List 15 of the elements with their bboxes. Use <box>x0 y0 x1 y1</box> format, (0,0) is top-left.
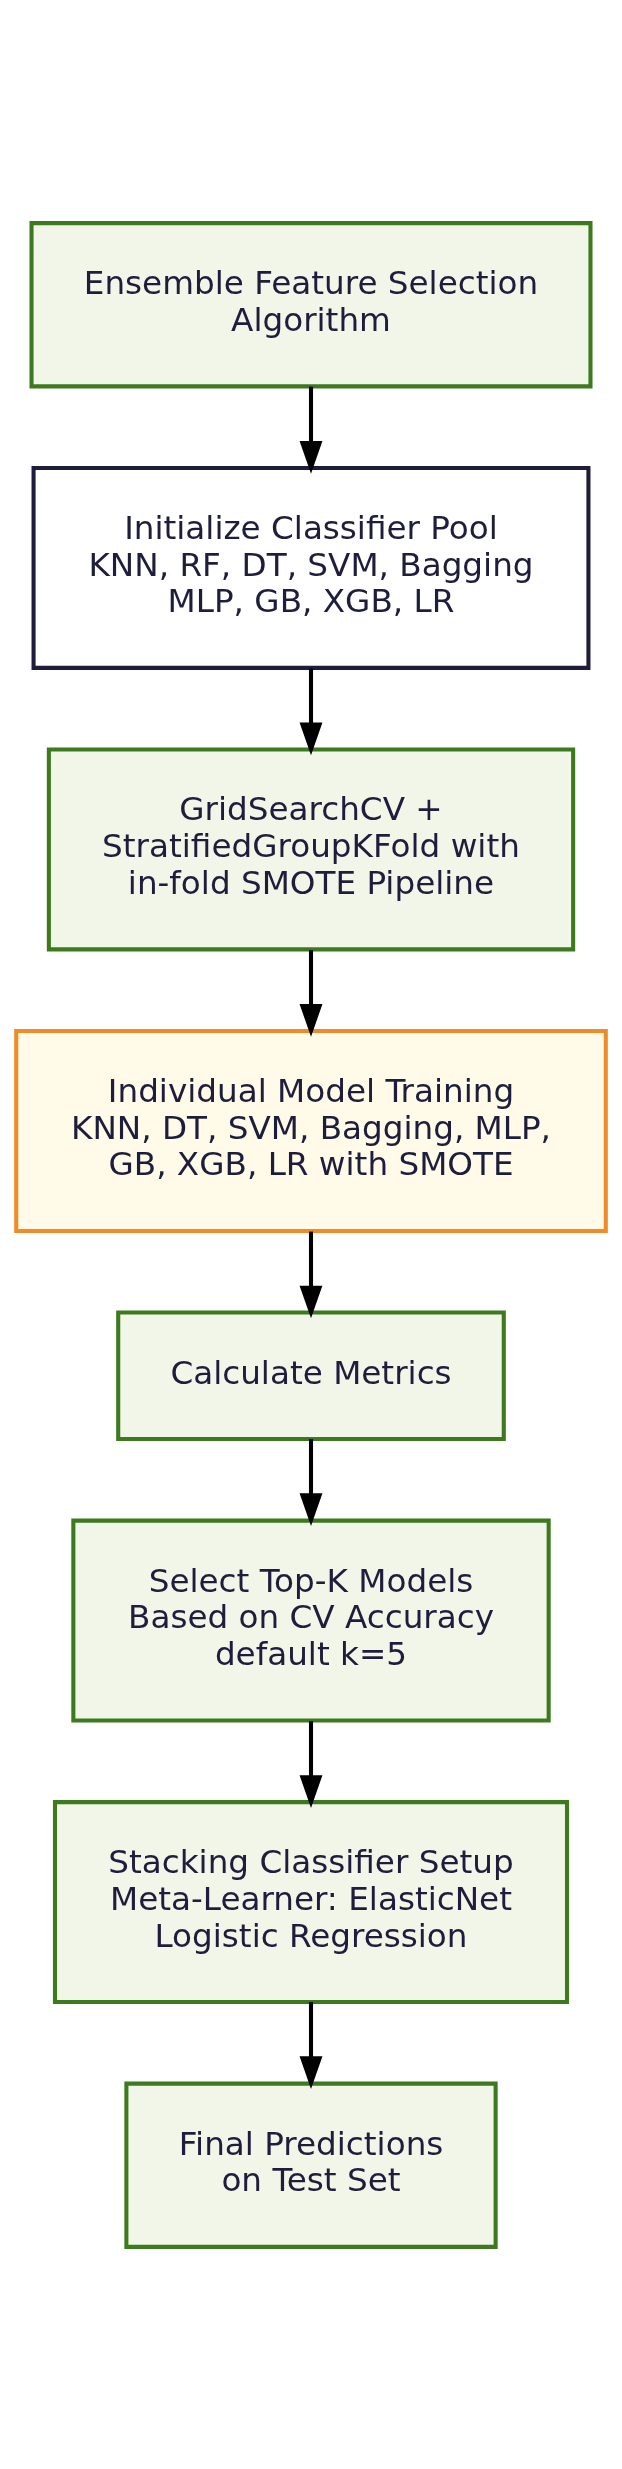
arrow <box>299 668 323 755</box>
arrow <box>299 2001 323 2089</box>
arrow <box>299 949 323 1037</box>
node-box: Initialize Classifier Pool KNN, RF, DT, SVM, Bagging MLP, GB, XGB, LR <box>31 465 591 670</box>
arrow <box>299 1438 323 1526</box>
node-box: Final Predictions on Test Set <box>124 2081 498 2249</box>
node-box: GridSearchCV + StratifiedGroupKFold with in-fold SMOTE Pipeline <box>46 746 576 951</box>
node-box: Stacking Classifier Setup Meta-Learner: ElasticNet Logistic Regression <box>52 1799 570 2004</box>
arrow <box>299 386 323 474</box>
node-box: Calculate Metrics <box>116 1310 506 1441</box>
arrow <box>299 1720 323 1808</box>
arrow <box>299 1231 323 1318</box>
node-box: Ensemble Feature Selection Algorithm <box>29 220 593 388</box>
node-box: Individual Model Training KNN, DT, SVM, Bagging, MLP, GB, XGB, LR with SMOTE <box>14 1028 608 1233</box>
node-box: Select Top-K Models Based on CV Accuracy default k=5 <box>71 1518 551 1723</box>
